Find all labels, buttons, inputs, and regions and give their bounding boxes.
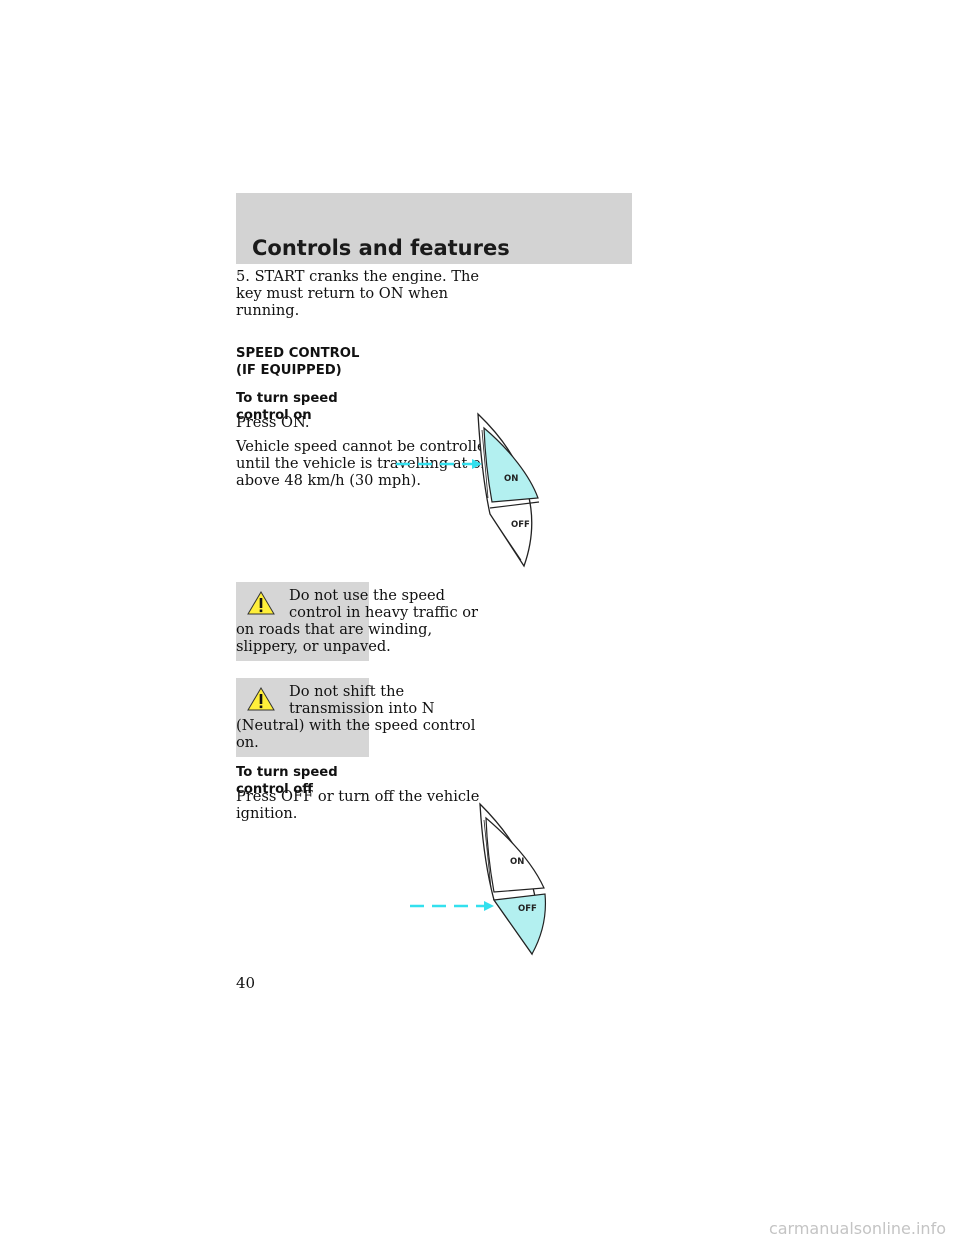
on-button-label: ON bbox=[504, 474, 518, 484]
turn-off-paragraph: Press OFF or turn off the vehicle igniti… bbox=[236, 788, 480, 822]
press-on-text: Press ON. bbox=[236, 414, 310, 431]
watermark: carmanualsonline.info bbox=[768, 1219, 946, 1238]
warning-box-traffic: Do not use the speed control in heavy tr… bbox=[236, 582, 478, 661]
text-line: Vehicle speed cannot be controlled bbox=[236, 438, 495, 455]
warning-text-line: on. bbox=[236, 734, 259, 751]
speed-control-on-figure: ON OFF bbox=[396, 412, 540, 568]
warning-text-line: control in heavy traffic or bbox=[289, 604, 479, 621]
text-line: key must return to ON when bbox=[236, 285, 449, 302]
speed-info-paragraph: Vehicle speed cannot be controlled until… bbox=[236, 438, 495, 489]
warning-triangle-icon bbox=[247, 687, 275, 711]
warning-box-neutral: Do not shift the transmission into N (Ne… bbox=[236, 678, 475, 757]
turn-off-heading: To turn speed control off bbox=[236, 765, 338, 797]
warning-triangle-icon bbox=[247, 591, 275, 615]
off-button-label: OFF bbox=[511, 520, 530, 530]
warning-text-line: transmission into N bbox=[289, 700, 435, 717]
text-line: Press OFF or turn off the vehicle bbox=[236, 788, 480, 805]
turn-on-heading: To turn speed control on bbox=[236, 391, 338, 423]
warning-text-line: Do not shift the bbox=[289, 683, 405, 700]
pointer-arrow-icon bbox=[396, 459, 482, 469]
heading-line: SPEED CONTROL bbox=[236, 346, 360, 361]
heading-line: (IF EQUIPPED) bbox=[236, 363, 342, 378]
warning-text-line: (Neutral) with the speed control bbox=[236, 717, 476, 734]
warning-text-line: slippery, or unpaved. bbox=[236, 638, 391, 655]
warning-text-line: Do not use the speed bbox=[289, 587, 445, 604]
text-line: 5. START cranks the engine. The bbox=[236, 268, 480, 285]
warning-text-line: on roads that are winding, bbox=[236, 621, 433, 638]
pointer-arrow-icon bbox=[410, 901, 494, 911]
text-line: ignition. bbox=[236, 805, 298, 822]
text-line: until the vehicle is travelling at or bbox=[236, 455, 488, 472]
on-button-label: ON bbox=[510, 857, 524, 867]
speed-control-off-figure: ON OFF bbox=[410, 802, 547, 956]
off-button-label: OFF bbox=[518, 904, 537, 914]
text-line: running. bbox=[236, 302, 300, 319]
text-line: above 48 km/h (30 mph). bbox=[236, 472, 422, 489]
intro-paragraph: 5. START cranks the engine. The key must… bbox=[236, 268, 480, 319]
section-header: Controls and features bbox=[236, 193, 632, 264]
section-title: Controls and features bbox=[252, 236, 510, 260]
section-heading: SPEED CONTROL (IF EQUIPPED) bbox=[236, 345, 386, 379]
page-number: 40 bbox=[236, 974, 256, 992]
